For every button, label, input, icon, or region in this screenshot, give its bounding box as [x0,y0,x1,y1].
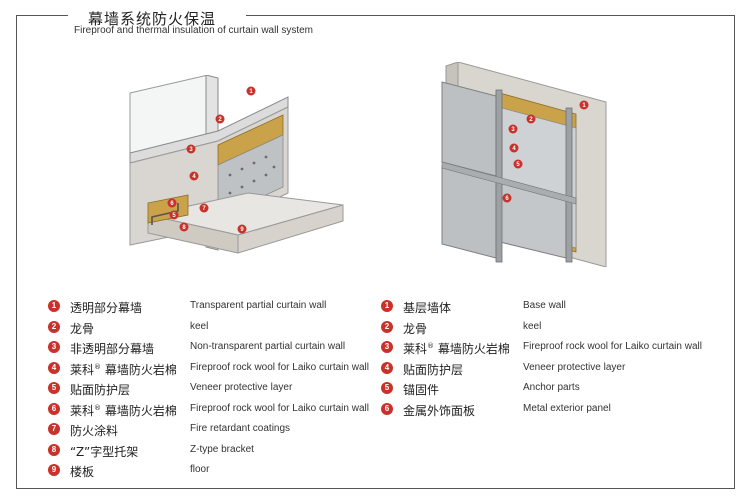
svg-text:8: 8 [182,225,186,231]
svg-text:4: 4 [192,174,196,180]
frame-left [16,15,17,489]
z-bracket [151,203,179,225]
legend-label-zh: 金属外饰面板 [403,403,476,418]
keel-horizontal [441,161,577,205]
legend-label-en: Veneer protective layer [190,382,293,393]
legend-label-zh: 锚固件 [403,383,440,397]
title-chinese: 幕墙系统防火保温 [88,10,217,28]
legend-label-en: Metal exterior panel [523,402,611,414]
svg-text:6: 6 [505,196,509,202]
marker-icon: 3 [381,341,393,353]
svg-text:2: 2 [529,117,533,123]
legend-label-zh: 贴面防护层 [70,383,131,397]
marker-icon: 5 [48,382,60,394]
legend-label-en: Transparent partial curtain wall [190,300,327,311]
svg-text:2: 2 [218,117,222,123]
marker-icon: 9 [48,464,60,476]
legend-label-en: Fireproof rock wool for Laiko curtain wa… [523,341,702,352]
legend-label-zh: 莱科® 幕墙防火岩棉 [70,362,177,377]
marker-icon: 6 [381,402,393,415]
legend-label-en: Fire retardant coatings [190,423,291,434]
frame-right [734,15,735,489]
left-curtain-wall-diagram: 1 2 3 4 5 6 7 8 9 [129,75,344,254]
marker-icon: 5 [381,382,393,394]
legend-label-zh: 非透明部分幕墙 [70,342,155,356]
legend-label-zh: 龙骨 [403,321,428,336]
svg-text:5: 5 [172,213,176,219]
right-curtain-wall-diagram: 1 2 3 4 5 6 [441,62,607,267]
marker-icon: 1 [381,300,393,312]
svg-text:1: 1 [582,103,586,109]
marker-icon: 2 [381,320,393,333]
legend-label-zh: 莱科® 幕墙防火岩棉 [70,403,177,418]
title-english: Fireproof and thermal insulation of curt… [74,25,313,36]
marker-icon: 6 [48,402,60,415]
marker-icon: 1 [48,300,60,312]
keel-vertical-2 [565,107,573,263]
legend-label-en: Veneer protective layer [523,361,626,373]
svg-text:3: 3 [189,147,193,153]
legend-label-zh: 龙骨 [70,321,95,336]
legend-label-en: keel [523,320,542,332]
legend-label-en: Z-type bracket [190,443,254,455]
legend-label-zh: 透明部分幕墙 [70,301,143,315]
legend-label-zh: 楼板 [70,465,95,479]
legend-label-zh: “Z”字型托架 [70,444,139,459]
legend-label-en: Base wall [523,300,566,311]
legend-label-en: Fireproof rock wool for Laiko curtain wa… [190,361,369,373]
legend-label-en: keel [190,320,209,332]
svg-text:1: 1 [249,89,253,95]
legend-label-zh: 防火涂料 [70,424,119,438]
frame-top-left [16,15,68,16]
marker-icon: 3 [48,341,60,353]
legend-label-en: floor [190,464,210,475]
marker-icon: 4 [381,361,393,374]
legend-label-zh: 基层墙体 [403,301,452,315]
marker-icon: 7 [48,423,60,435]
keel-vertical [495,89,503,263]
svg-text:4: 4 [512,146,516,152]
frame-bottom [16,488,735,489]
legend-label-en: Non-transparent partial curtain wall [190,341,346,352]
legend-label-zh: 莱科® 幕墙防火岩棉 [403,342,510,356]
svg-text:7: 7 [202,206,206,212]
legend-label-zh: 贴面防护层 [403,362,464,377]
legend-label-en: Fireproof rock wool for Laiko curtain wa… [190,402,369,414]
svg-text:5: 5 [516,162,520,168]
svg-text:3: 3 [511,127,515,133]
marker-icon: 4 [48,361,60,374]
floor-slab-front [147,214,239,254]
legend-label-en: Anchor parts [523,382,580,393]
marker-icon: 2 [48,320,60,333]
svg-text:6: 6 [170,201,174,207]
frame-top-right [246,15,734,16]
svg-text:9: 9 [240,227,244,233]
marker-icon: 8 [48,443,60,456]
metal-panel-upper [441,81,497,177]
